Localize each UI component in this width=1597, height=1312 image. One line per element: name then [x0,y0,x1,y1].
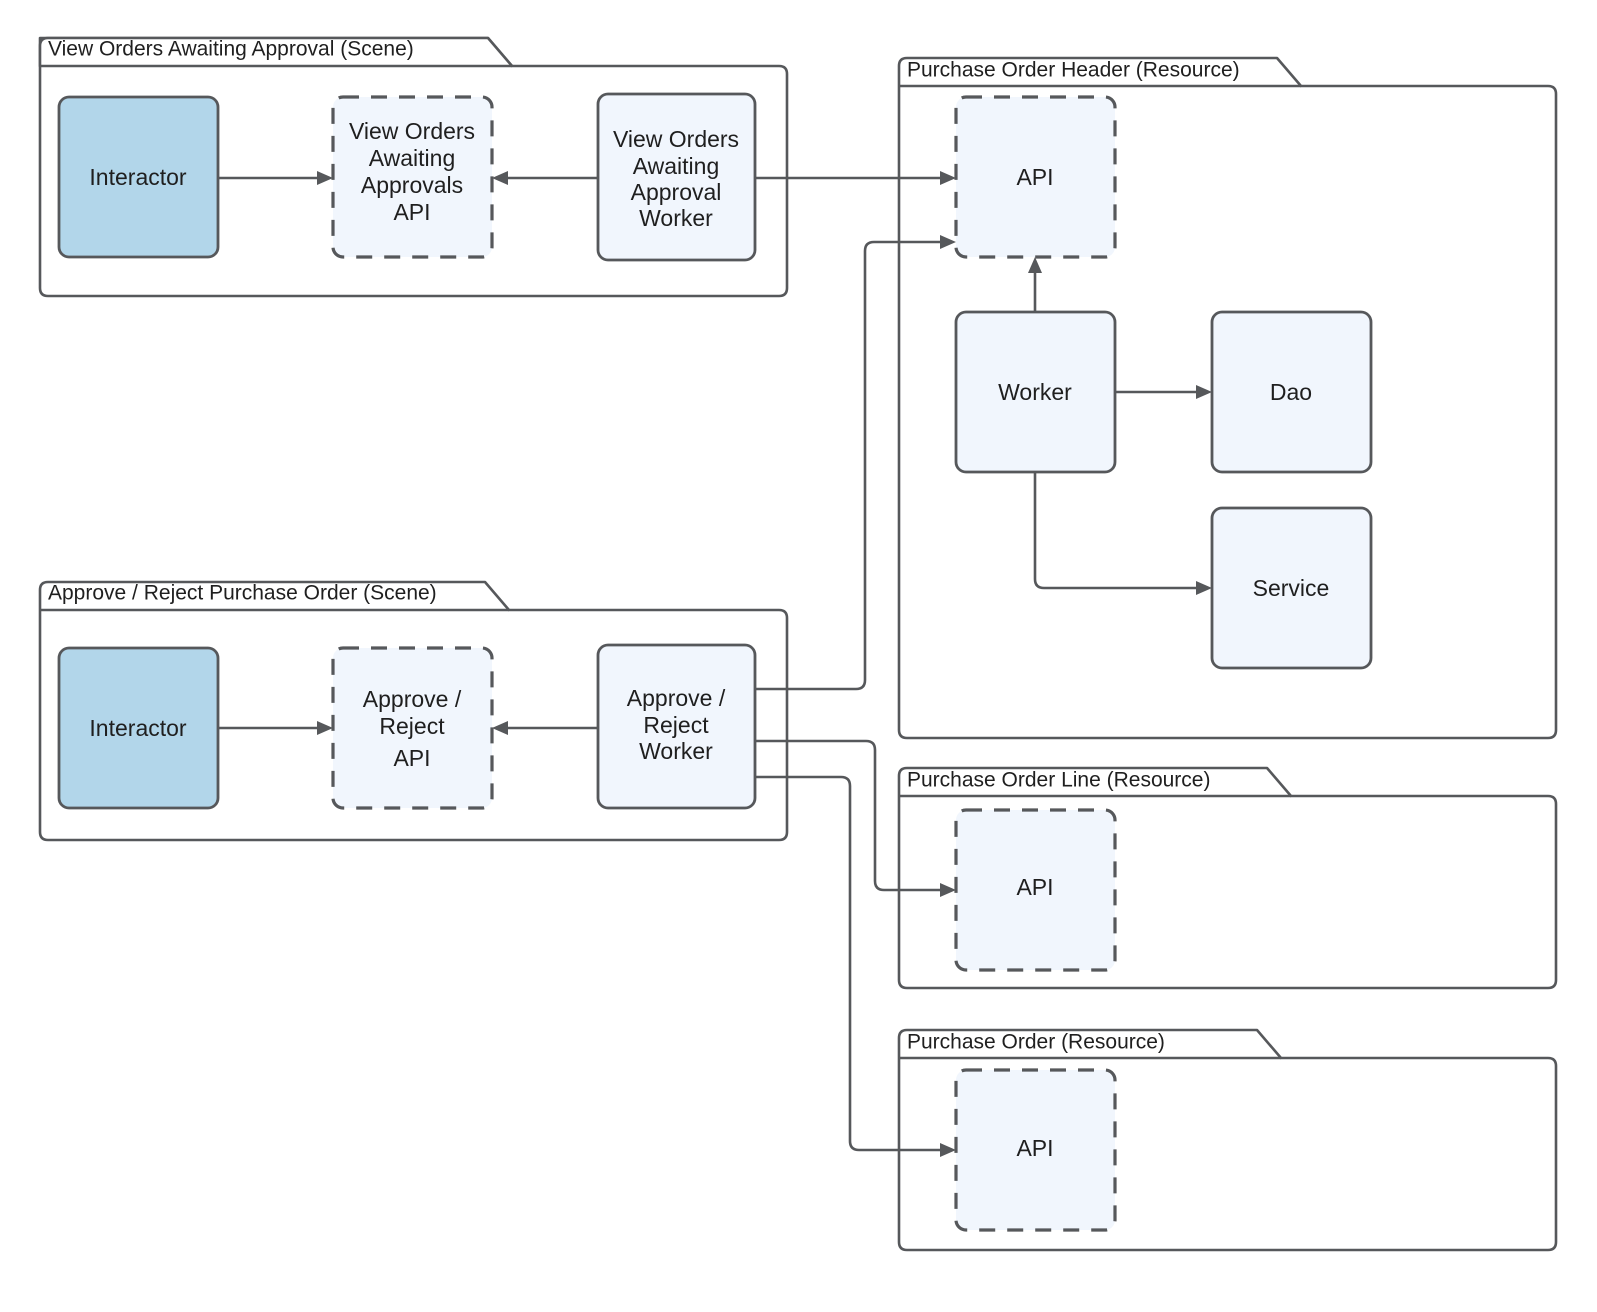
group-scene-approve-reject[interactable]: Approve / Reject Purchase Order (Scene) … [38,580,789,842]
edge-ar-worker-to-pol-api [755,739,956,897]
node-ar-worker[interactable]: Approve / Reject Worker [596,643,757,810]
edge-ar-worker-to-po-api [755,775,956,1157]
node-poh-dao[interactable]: Dao [1210,310,1373,474]
group-title-resource-po-header: Purchase Order Header (Resource) [907,59,1240,82]
node-vo-api-label-line2: Awaiting [369,145,456,171]
node-ar-worker-label-line3: Worker [639,738,713,764]
node-ar-worker-label-line1: Approve / [627,685,726,711]
node-vo-api[interactable]: View Orders Awaiting Approvals API [331,95,494,259]
group-title-scene-view-orders: View Orders Awaiting Approval (Scene) [48,38,414,61]
edge-vo-worker-to-poh-api [755,171,956,185]
node-ar-api-label-line2: Reject [379,713,445,739]
node-poh-api-shape[interactable] [954,95,1117,259]
node-ar-api[interactable]: Approve / Reject API [331,646,494,810]
node-vo-api-label-line4: API [393,199,430,225]
node-poh-service-label: Service [1253,575,1330,601]
node-pol-api-label: API [1016,874,1053,900]
node-poh-service[interactable]: Service [1210,506,1373,670]
group-resource-po-header[interactable]: Purchase Order Header (Resource) API Wor… [897,56,1558,740]
node-vo-api-shape[interactable] [331,95,494,259]
node-pol-api[interactable]: API [954,808,1117,972]
edge-poh-worker-to-poh-dao [1115,385,1212,399]
edge-ar-worker-to-ar-api [492,721,598,735]
group-scene-view-orders[interactable]: View Orders Awaiting Approval (Scene) In… [38,36,789,298]
node-ar-api-label-line3: API [393,745,430,771]
node-vo-api-label-line1: View Orders [349,118,475,144]
edge-poh-worker-to-poh-api [1028,257,1042,312]
edge-ar-worker-to-poh-api [755,235,956,691]
group-resource-po-line[interactable]: Purchase Order Line (Resource) API [897,766,1558,990]
node-vo-worker-label-line4: Worker [639,205,713,231]
node-vo-interactor-label: Interactor [89,164,186,190]
node-vo-worker-label-line1: View Orders [613,126,739,152]
node-poh-api-label: API [1016,164,1053,190]
edge-poh-worker-to-poh-service [1033,472,1212,595]
node-vo-worker-label-line3: Approval [631,179,722,205]
node-poh-worker-label: Worker [998,379,1072,405]
group-title-resource-po-line: Purchase Order Line (Resource) [907,769,1210,792]
node-vo-worker-label-line2: Awaiting [633,153,720,179]
node-ar-interactor-label: Interactor [89,715,186,741]
edge-vo-interactor-to-vo-api [218,171,333,185]
node-vo-worker[interactable]: View Orders Awaiting Approval Worker [596,92,757,262]
node-ar-worker-shape[interactable] [596,643,757,810]
node-poh-api[interactable]: API [954,95,1117,259]
node-ar-api-label-line1: Approve / [363,686,462,712]
node-po-api[interactable]: API [954,1068,1117,1232]
node-vo-interactor[interactable]: Interactor [57,95,220,259]
node-poh-dao-label: Dao [1270,379,1312,405]
node-po-api-label: API [1016,1135,1053,1161]
edge-vo-worker-to-vo-api [492,171,598,185]
node-ar-interactor[interactable]: Interactor [57,646,220,810]
node-ar-worker-label-line2: Reject [643,712,709,738]
group-title-resource-po: Purchase Order (Resource) [907,1031,1165,1054]
edge-ar-interactor-to-ar-api [218,721,333,735]
group-title-scene-approve-reject: Approve / Reject Purchase Order (Scene) [48,582,437,605]
node-poh-worker[interactable]: Worker [954,310,1117,474]
group-resource-po[interactable]: Purchase Order (Resource) API [897,1028,1558,1252]
node-vo-api-label-line3: Approvals [361,172,463,198]
